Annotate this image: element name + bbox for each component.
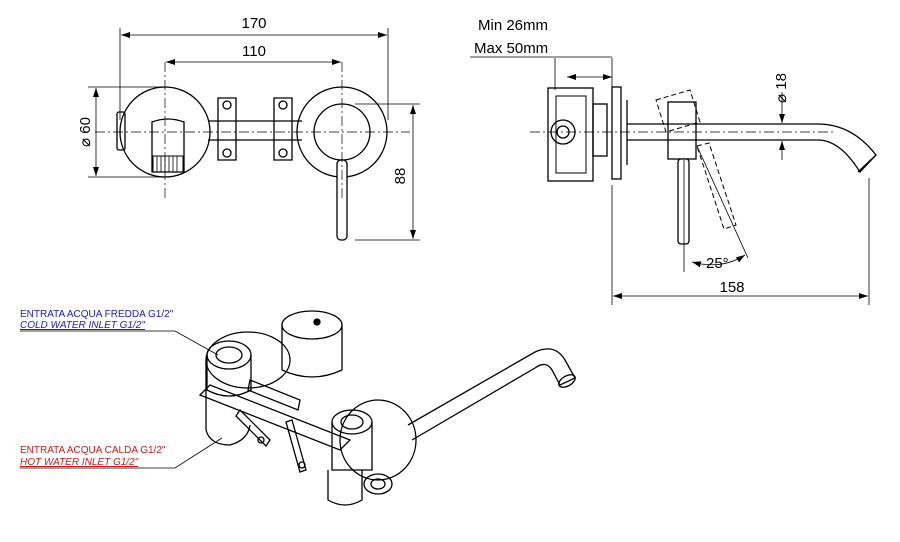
dim-diameter-front: ⌀ 60 (77, 117, 94, 147)
front-centerlines (95, 62, 410, 200)
left-flat (116, 111, 126, 151)
lever-handle (677, 158, 690, 245)
cold-inlet-label-it: ENTRATA ACQUA FREDDA G1/2" (20, 309, 174, 320)
hot-inlet-label-it: ENTRATA ACQUA CALDA G1/2" (20, 445, 166, 456)
wall-plate (611, 86, 622, 180)
side-view (470, 56, 877, 245)
iso-cold-inlet (206, 340, 252, 370)
bracket-left (217, 97, 237, 161)
iso-bridge (198, 384, 352, 451)
cold-inlet-label-en: COLD WATER INLET G1/2" (20, 320, 145, 331)
front-dimensions (88, 28, 420, 241)
wall-max-label: Max 50mm (474, 40, 548, 57)
front-view (116, 86, 388, 241)
dim-diameter-spout: ⌀ 18 (773, 73, 790, 103)
cold-inlet-front (151, 118, 185, 173)
side-dimensions (611, 92, 870, 305)
hot-inlet-note: ENTRATA ACQUA CALDA G1/2" HOT WATER INLE… (20, 437, 223, 469)
iso-spout (407, 348, 576, 441)
hot-inlet-label-en: HOT WATER INLET G1/2" (20, 457, 139, 468)
cold-inlet-note: ENTRATA ACQUA FREDDA G1/2" COLD WATER IN… (20, 309, 219, 356)
iso-hot-inlet (363, 473, 393, 495)
dim-width-total: 170 (241, 15, 266, 32)
iso-hot-top (331, 409, 373, 435)
iso-hot-flange (339, 399, 417, 481)
isometric-view (198, 310, 576, 506)
wall-min-label: Min 26mm (478, 17, 548, 34)
iso-mixer-top (281, 310, 343, 340)
dim-width-centers: 110 (242, 43, 266, 60)
dim-length: 158 (719, 279, 744, 296)
dim-angle: 25° (706, 255, 729, 272)
lever-rotated (655, 89, 737, 230)
spout (627, 123, 877, 174)
bracket-right (273, 97, 293, 161)
inlet-thread (152, 155, 184, 173)
dim-height: 88 (392, 168, 409, 185)
